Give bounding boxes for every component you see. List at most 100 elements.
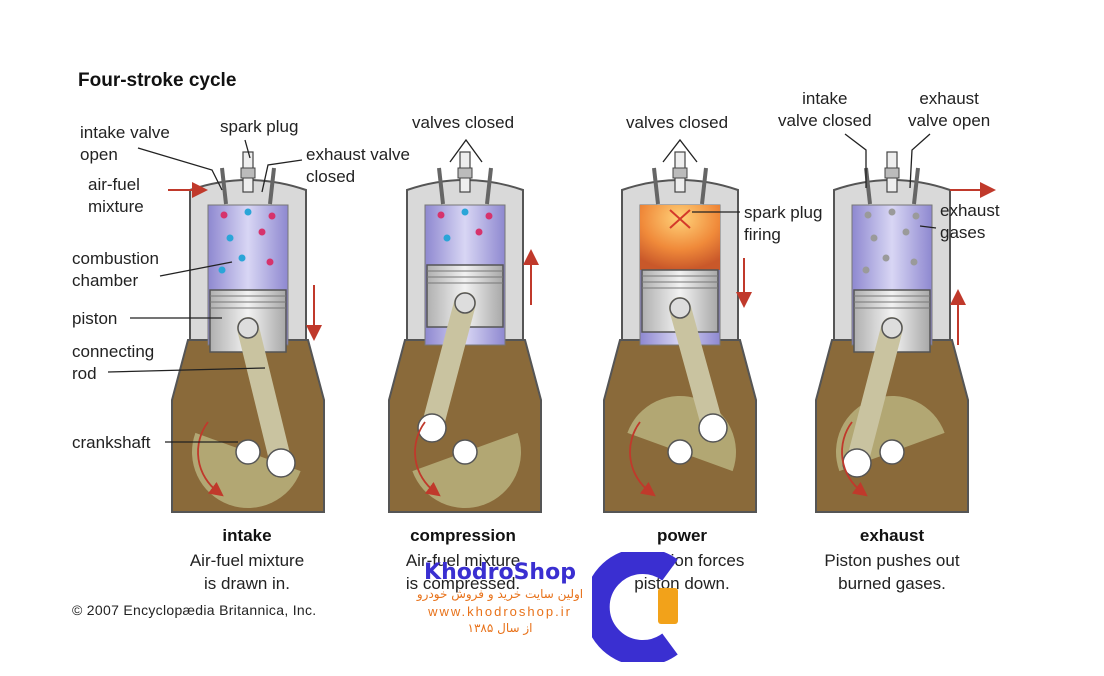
brand-tagline: اولین سایت خرید و فروش خودرو bbox=[416, 587, 584, 601]
gas-particle bbox=[226, 234, 234, 242]
wrist-pin bbox=[881, 317, 903, 339]
leader-exhaust-valve-open bbox=[909, 133, 931, 189]
gas-particle bbox=[888, 208, 896, 216]
label-spark-plug: spark plug bbox=[220, 117, 299, 136]
leader-lines bbox=[107, 133, 937, 443]
engine-exhaust bbox=[815, 151, 969, 513]
stroke-name-intake: intake bbox=[222, 526, 272, 545]
wrist-pin bbox=[454, 292, 476, 314]
stroke-name-exhaust: exhaust bbox=[859, 526, 925, 545]
spark-plug-hex bbox=[240, 167, 256, 179]
crank-pin bbox=[417, 413, 447, 443]
gas-particle bbox=[218, 266, 226, 274]
leader-intake-valve-closed bbox=[844, 133, 867, 188]
leader-exhaust-gases bbox=[919, 225, 937, 229]
brand-since: از سال ۱۳۸۵ bbox=[467, 621, 533, 635]
exhaust-valve bbox=[912, 167, 920, 205]
exhaust-valve bbox=[700, 167, 708, 205]
gas-particle bbox=[910, 258, 918, 266]
rotation-arrow bbox=[629, 421, 656, 497]
connecting-rod bbox=[846, 317, 903, 474]
leader-combustion-chamber bbox=[159, 261, 233, 277]
intake-valve bbox=[220, 167, 228, 205]
wrist-pin bbox=[237, 317, 259, 339]
gas-particle bbox=[475, 228, 483, 236]
brand-name: KhodroShop bbox=[424, 560, 576, 585]
connecting-rod bbox=[421, 292, 476, 439]
crankshaft-main bbox=[452, 439, 478, 465]
exhaust-valve bbox=[268, 167, 276, 205]
label-valves-closed-compression: valves closed bbox=[412, 113, 515, 132]
engine-group bbox=[171, 151, 969, 513]
leader-valves-closed-1 bbox=[449, 138, 483, 163]
gas-particle bbox=[268, 212, 276, 220]
gas-particle bbox=[443, 234, 451, 242]
gas-particle bbox=[266, 258, 274, 266]
spark-plug-hex bbox=[672, 167, 688, 179]
engine-intake bbox=[171, 151, 325, 513]
engine-compression bbox=[388, 151, 542, 513]
crank-pin bbox=[266, 448, 296, 478]
exhaust-valve bbox=[485, 167, 493, 205]
crankshaft-main bbox=[235, 439, 261, 465]
stroke-name-compression: compression bbox=[410, 526, 516, 545]
crankshaft-main bbox=[879, 439, 905, 465]
wrist-pin bbox=[669, 297, 691, 319]
leader-exhaust-valve bbox=[261, 159, 303, 193]
spark-plug-hex bbox=[457, 167, 473, 179]
gas-particle bbox=[238, 254, 246, 262]
rotation-arrow bbox=[841, 421, 868, 497]
motion-arrows bbox=[168, 182, 996, 345]
intake-valve bbox=[864, 167, 872, 205]
copyright-notice: © 2007 Encyclopædia Britannica, Inc. bbox=[72, 602, 317, 618]
label-crankshaft: crankshaft bbox=[72, 433, 151, 452]
gas-particle bbox=[912, 212, 920, 220]
label-valves-closed-power: valves closed bbox=[626, 113, 729, 132]
connecting-rod bbox=[669, 297, 724, 439]
engine-power bbox=[603, 151, 757, 513]
gas-particle bbox=[864, 211, 872, 219]
combustion-flame bbox=[640, 205, 720, 270]
gas-particle bbox=[485, 212, 493, 220]
gas-particle bbox=[220, 211, 228, 219]
gas-particle bbox=[244, 208, 252, 216]
brand-url: www.khodroshop.ir bbox=[428, 604, 572, 619]
intake-valve bbox=[652, 167, 660, 205]
gas-particle bbox=[862, 266, 870, 274]
diagram-title: Four-stroke cycle bbox=[78, 70, 237, 91]
gas-particle bbox=[882, 254, 890, 262]
leader-valves-closed-2 bbox=[662, 138, 698, 163]
leader-connecting-rod bbox=[107, 367, 266, 373]
gas-particle bbox=[870, 234, 878, 242]
crankshaft-main bbox=[667, 439, 693, 465]
rotation-arrow bbox=[414, 421, 441, 497]
khodroshop-watermark: KhodroShop اولین سایت خرید و فروش خودرو … bbox=[405, 560, 595, 638]
rotation-arrow bbox=[197, 421, 224, 497]
leader-spark-plug bbox=[244, 139, 251, 159]
gas-particle bbox=[461, 208, 469, 216]
gas-particle bbox=[902, 228, 910, 236]
khodroshop-logo-icon bbox=[592, 552, 678, 662]
connecting-rod bbox=[237, 317, 292, 474]
crank-pin bbox=[698, 413, 728, 443]
spark-plug-hex bbox=[884, 167, 900, 179]
gas-particle bbox=[437, 211, 445, 219]
intake-valve bbox=[437, 167, 445, 205]
stroke-name-power: power bbox=[656, 526, 708, 545]
gas-particle bbox=[258, 228, 266, 236]
spark-icon bbox=[669, 209, 691, 229]
